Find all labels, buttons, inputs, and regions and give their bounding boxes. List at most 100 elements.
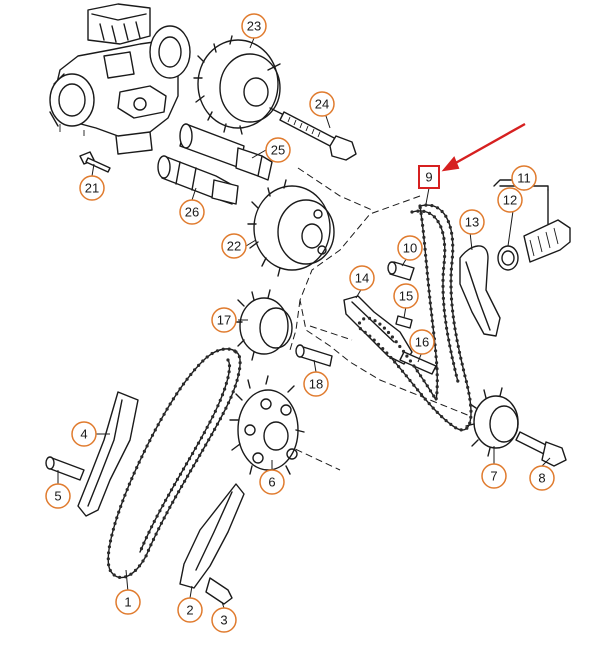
tensioner-rail-2 [179,483,245,589]
chain-link [135,466,139,470]
callout-25: 25 [265,137,291,163]
chain-link [449,291,453,295]
chain-link [451,249,455,253]
control-valve-25 [179,123,273,181]
chain-link [150,433,155,437]
callout-18: 18 [303,371,329,397]
chain-link [224,406,228,410]
chain-link [469,403,473,407]
chain-link [169,488,174,492]
chain-link [107,563,111,567]
chain-link [372,338,376,342]
chain-link [157,527,161,531]
chain-link [165,511,169,515]
chain-link [449,422,453,426]
chain-link [450,231,454,235]
chain-link [115,516,119,520]
bolt-3 [205,577,233,605]
chain-link [153,428,157,432]
callout-26: 26 [179,199,205,225]
chain-link [215,349,220,353]
chain-link [220,393,225,397]
chain-link [363,330,367,334]
callout-label: 2 [186,603,193,618]
chain-link [218,417,222,421]
chain-link [111,527,115,531]
chain-links [106,203,473,580]
chain-link [146,548,151,553]
chain-link [423,397,427,401]
chain-link [397,365,401,369]
chain-link [171,500,175,504]
callout-21: 21 [79,175,105,201]
chain-link [191,451,195,456]
chain-link [159,417,163,422]
chain-link [208,420,212,424]
chain-link [144,536,148,540]
chain-link [415,369,419,373]
chain-link [181,382,186,386]
chain-link [141,559,145,563]
chain-link [466,385,470,389]
chain-link [427,211,432,215]
chain-link [422,379,426,383]
chain-link [401,349,406,353]
chain-link [237,355,241,359]
callout-8: 8 [529,465,555,491]
chain-link [205,425,209,429]
chain-link [465,426,469,430]
chain-link [468,397,472,401]
chain-link [449,273,453,277]
chain-link [149,543,153,547]
chain-link [425,271,429,275]
chain-link [201,448,205,452]
callout-14: 14 [349,265,375,291]
chain-link [456,344,460,349]
chain-link [123,493,127,497]
callout-label: 21 [85,181,99,196]
chain-link [408,359,412,363]
chain-link [449,350,453,354]
chain-link [425,384,429,388]
chain-link [193,368,197,372]
chain-link [125,488,129,492]
chain-link [227,370,231,374]
chain-link [432,394,436,398]
callout-1: 1 [115,589,141,615]
chain-link [183,479,187,483]
chain-link [419,211,423,216]
chain-link [180,484,184,489]
chain-link [426,277,430,281]
callout-9-highlighted: 9 [418,165,440,189]
chain-link [386,330,391,335]
chain-link [467,391,471,395]
chain-link [441,284,445,288]
chain-link [106,557,110,561]
chain-link [110,533,114,537]
chain-link [422,235,426,239]
chain-link [453,327,457,331]
chain-link [422,241,427,245]
chain-link [226,358,230,362]
chain-link [443,314,447,318]
chain-link [108,539,113,543]
chain-link [430,313,434,317]
chain-link [460,362,464,366]
chain-link [137,564,142,568]
chain-link [435,206,440,210]
chain-link [167,493,171,497]
chain-link [400,369,405,373]
chain-link [373,319,377,323]
chain-link [449,267,453,271]
chain-link [434,355,438,359]
callout-label: 4 [80,427,87,442]
guide-rail-4 [77,391,139,517]
sealing-ring-12 [497,245,519,271]
chain-link [152,519,156,524]
chain-link [447,338,451,342]
chain-link [444,419,448,423]
chain-link [121,499,125,503]
chain-link [357,321,362,325]
chain-link [428,301,432,305]
chain-link [424,259,428,263]
